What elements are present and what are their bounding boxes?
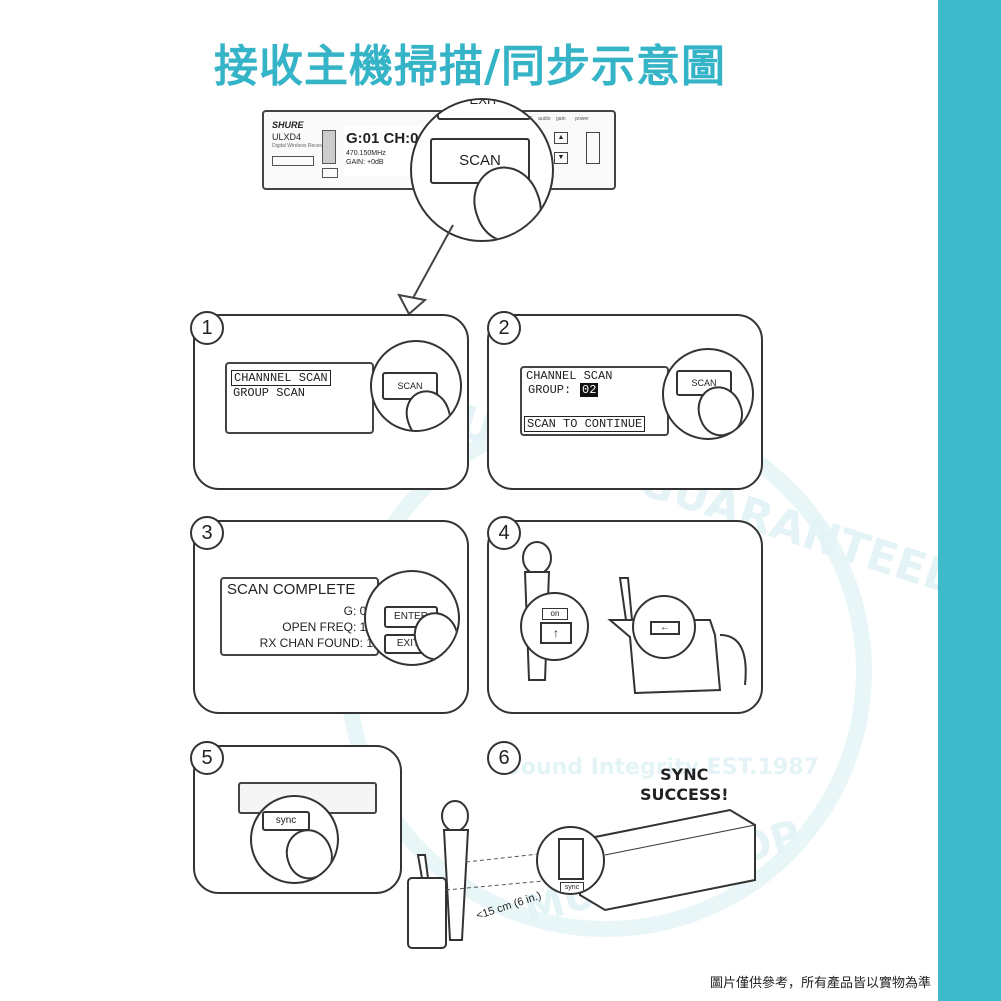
receiver-slot (322, 130, 336, 164)
sync-success-message: SYNC SUCCESS! (640, 765, 729, 805)
step-2-number: 2 (487, 311, 521, 345)
power-switch[interactable] (586, 132, 600, 164)
step-1-screen: CHANNNEL SCAN GROUP SCAN (225, 362, 374, 434)
menu-item-group-scan: GROUP SCAN (233, 386, 305, 400)
step-4-bodypack-switch[interactable]: ← (650, 621, 680, 635)
result-rx-chan: RX CHAN FOUND: 1 (260, 636, 373, 650)
display-frequency: 470.150MHz (346, 150, 386, 157)
receiver-brand: SHURE (272, 120, 304, 130)
step-1-number: 1 (190, 311, 224, 345)
step-4-switch-label: on (542, 608, 568, 620)
step-4-switch[interactable]: ↑ (540, 622, 572, 644)
disclaimer-footnote: 圖片僅供參考，所有產品皆以實物為準 (710, 972, 931, 991)
group-value: 02 (580, 383, 598, 397)
step-3-screen: SCAN COMPLETE G: 01 OPEN FREQ: 14 RX CHA… (220, 577, 379, 656)
accent-sidebar (938, 0, 1001, 1001)
step-5-sync-button[interactable]: sync (262, 811, 310, 831)
group-label: GROUP: (528, 383, 571, 397)
step-6-ir-window (558, 838, 584, 880)
display-gain: GAIN: +0dB (346, 159, 384, 166)
step-6-sync-button[interactable]: sync (560, 882, 584, 894)
gain-up-button[interactable]: ▲ (554, 132, 568, 144)
receiver-ir-window (272, 156, 314, 166)
step-2-screen: CHANNEL SCAN GROUP: 02 SCAN TO CONTINUE (520, 366, 669, 436)
step-3-number: 3 (190, 516, 224, 550)
sync-line-1: SYNC (640, 765, 729, 785)
exit-button[interactable]: EXIT (437, 98, 531, 120)
step-4-mic-lens: on ↑ (520, 592, 589, 661)
receiver-subtitle: Digital Wireless Receiver (272, 143, 328, 149)
step-2-zoom-lens: SCAN (662, 348, 754, 440)
menu-item-channel-scan: CHANNNEL SCAN (231, 370, 331, 386)
pointer-arrow (395, 220, 465, 315)
page-title: 接收主機掃描/同步示意圖 (0, 30, 940, 94)
step-4-bodypack-lens: ← (632, 595, 696, 659)
step-5-zoom-lens: sync (250, 795, 339, 884)
step-3-zoom-lens: ENTER EXIT (364, 570, 460, 666)
result-open-freq: OPEN FREQ: 14 (282, 620, 373, 634)
receiver-small-button (322, 168, 338, 178)
step-5-number: 5 (190, 741, 224, 775)
scan-to-continue: SCAN TO CONTINUE (524, 416, 645, 432)
step-6-zoom-lens: sync (536, 826, 605, 895)
scan-complete-heading: SCAN COMPLETE (227, 581, 355, 598)
receiver-model: ULXD4 (272, 132, 301, 142)
step-1-zoom-lens: SCAN (370, 340, 462, 432)
gain-down-button[interactable]: ▼ (554, 152, 568, 164)
step-6-number: 6 (487, 741, 521, 775)
channel-scan-heading: CHANNEL SCAN (526, 369, 612, 383)
